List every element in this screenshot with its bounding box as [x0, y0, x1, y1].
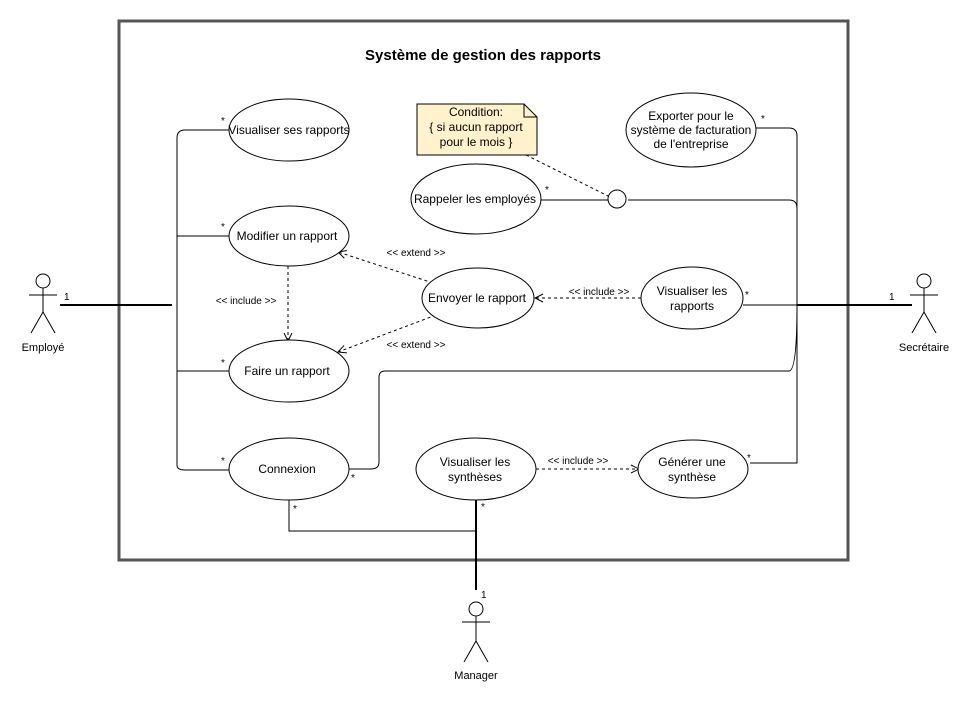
svg-text:Condition:: Condition:: [449, 105, 503, 119]
svg-text:Visualiser ses rapports: Visualiser ses rapports: [228, 123, 349, 137]
mult-connexion-secretaire: *: [351, 473, 355, 484]
secretaire-associations: [349, 127, 912, 470]
svg-text:Faire un rapport: Faire un rapport: [244, 364, 330, 378]
include-label-modifier-faire: << include >>: [216, 296, 277, 307]
mult-employe: 1: [64, 292, 70, 303]
multiplicities: 1 1 1 * * * * * * * * * * *: [64, 114, 895, 601]
mult-syntheses-manager: *: [481, 502, 485, 513]
use-case-connexion[interactable]: Connexion: [228, 437, 350, 501]
actor-secretaire-label: Secrétaire: [899, 342, 949, 354]
include-label-syntheses-generer: << include >>: [548, 456, 609, 467]
use-case-visualiser-syntheses[interactable]: Visualiser les synthèses: [415, 437, 537, 501]
extend-label-envoyer-modifier: << extend >>: [387, 248, 446, 259]
svg-text:Envoyer le rapport: Envoyer le rapport: [428, 291, 527, 305]
dependencies: [288, 154, 641, 469]
svg-text:Générer une: Générer une: [658, 455, 726, 469]
svg-text:Rappeler les employés: Rappeler les employés: [414, 192, 536, 206]
svg-text:{ si aucun rapport: { si aucun rapport: [429, 120, 523, 134]
svg-text:Modifier un rapport: Modifier un rapport: [237, 229, 338, 243]
use-case-faire-rapport[interactable]: Faire un rapport: [228, 339, 350, 403]
mult-faire: *: [221, 358, 225, 369]
svg-text:synthèse: synthèse: [668, 470, 716, 484]
actor-manager-label: Manager: [454, 670, 498, 682]
actor-secretaire[interactable]: [910, 273, 938, 334]
condition-point: [607, 189, 627, 209]
svg-text:rapports: rapports: [670, 299, 714, 313]
use-case-generer-synthese[interactable]: Générer une synthèse: [637, 439, 749, 499]
condition-note: Condition: { si aucun rapport pour le mo…: [416, 103, 538, 156]
mult-modifier: *: [221, 222, 225, 233]
svg-text:Visualiser les: Visualiser les: [440, 455, 510, 469]
svg-text:de l'entreprise: de l'entreprise: [654, 137, 729, 151]
mult-connexion-employe: *: [221, 456, 225, 467]
svg-text:Exporter pour le: Exporter pour le: [648, 109, 734, 123]
mult-visualiser-ses: *: [221, 116, 225, 127]
actor-employe[interactable]: [29, 273, 57, 334]
mult-visualiser-rapports: *: [745, 290, 749, 301]
use-case-rappeler-employes[interactable]: Rappeler les employés: [410, 163, 542, 235]
svg-text:Visualiser les: Visualiser les: [657, 284, 727, 298]
svg-text:système de facturation: système de facturation: [631, 123, 752, 137]
use-case-visualiser-ses-rapports[interactable]: Visualiser ses rapports: [228, 98, 350, 162]
mult-manager: 1: [481, 590, 487, 601]
use-case-modifier-rapport[interactable]: Modifier un rapport: [228, 205, 350, 267]
use-case-visualiser-rapports[interactable]: Visualiser les rapports: [640, 266, 744, 330]
mult-rappeler: *: [545, 185, 549, 196]
employe-associations: [60, 129, 229, 471]
mult-exporter: *: [761, 114, 765, 125]
svg-text:Connexion: Connexion: [258, 462, 315, 476]
use-case-envoyer-rapport[interactable]: Envoyer le rapport: [421, 267, 535, 329]
system-title: Système de gestion des rapports: [365, 47, 601, 64]
svg-text:pour le mois }: pour le mois }: [440, 135, 513, 149]
extend-label-envoyer-faire: << extend >>: [387, 340, 446, 351]
actor-manager[interactable]: [462, 601, 490, 663]
mult-secretaire: 1: [889, 292, 895, 303]
manager-associations: [288, 494, 477, 590]
include-label-visualiser-envoyer: << include >>: [569, 287, 630, 298]
mult-connexion-manager: *: [293, 504, 297, 515]
svg-text:synthèses: synthèses: [448, 470, 502, 484]
mult-generer: *: [747, 453, 751, 464]
use-case-exporter[interactable]: Exporter pour le système de facturation …: [625, 92, 757, 168]
actor-employe-label: Employé: [22, 342, 65, 354]
